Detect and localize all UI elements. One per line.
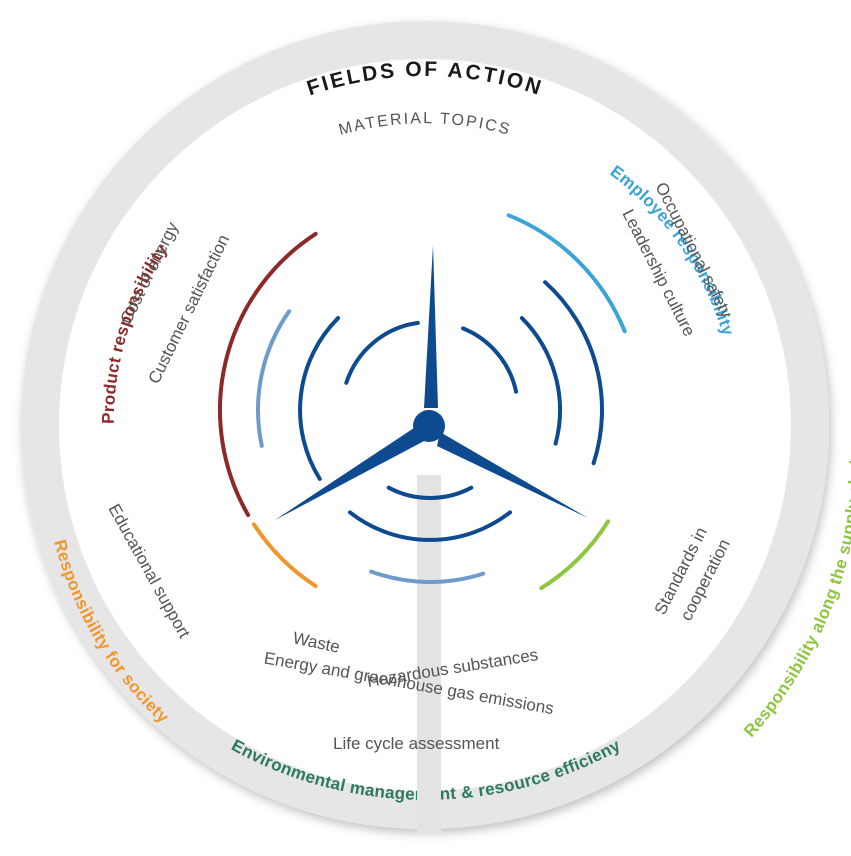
turbine-hub [413,410,445,442]
arc-society [251,522,318,589]
turbine-blade-left [275,428,426,520]
topic-arcs [218,213,627,591]
arc-right-1 [519,316,562,446]
arc-left-1 [298,316,341,481]
arc-bottom-1 [348,510,512,542]
turbine-blade-right [437,432,588,518]
wind-turbine-icon [275,245,588,520]
arc-employee [506,213,627,334]
turbine-blade-top [424,245,438,408]
arc-supply [539,519,611,591]
topic-life-cycle-assessment: Life cycle assessment [333,734,500,753]
arc-inner-left-light [256,309,292,448]
arc-environment [369,569,486,584]
arc-top-1 [344,320,420,385]
arc-bottom-2 [386,485,474,500]
arc-right-2 [461,326,519,394]
arc-product [218,231,318,517]
turbine-tower [417,475,441,835]
arc-right-outer [543,280,605,466]
